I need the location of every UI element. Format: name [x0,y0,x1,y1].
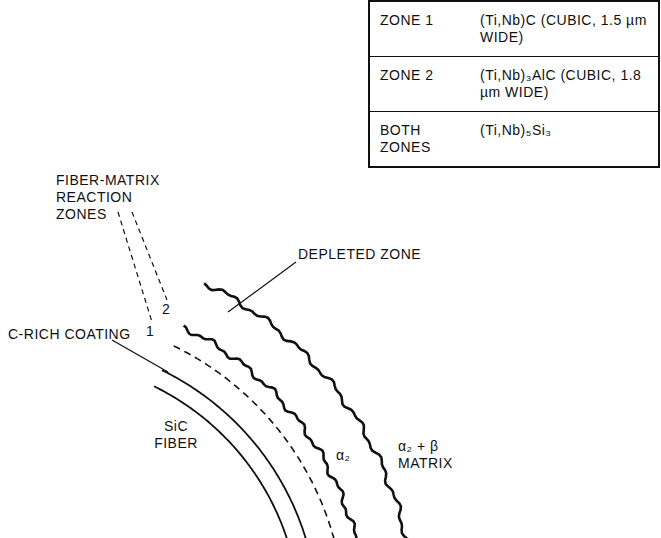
phase-label: α₂ + β MATRIX [398,438,470,472]
callout-number: 1 [146,323,154,340]
coating-boundary [162,370,318,538]
depleted-zone-edge [204,283,417,538]
part-label: DEPLETED ZONE [298,246,421,263]
zone-phase: (Ti,Nb)C (CUBIC, 1.5 µm WIDE) [470,2,658,56]
part-label: C-RICH COATING [8,326,131,343]
table-row: ZONE 2(Ti,Nb)₃AlC (CUBIC, 1.8 µm WIDE) [370,56,658,111]
zone-name: ZONE 2 [370,57,470,111]
zone-phase: (Ti,Nb)₃AlC (CUBIC, 1.8 µm WIDE) [470,57,658,111]
callout-number: 2 [162,301,170,318]
zone-boundary [174,346,345,538]
leader-line [118,212,152,322]
zone-table: ZONE 1(Ti,Nb)C (CUBIC, 1.5 µm WIDE)ZONE … [368,0,660,168]
leader-line [228,262,296,312]
callout-label: FIBER-MATRIX REACTION ZONES [56,172,186,223]
leader-line [112,340,168,372]
zone-phase: (Ti,Nb)₅Si₃ [470,112,658,166]
part-label: SiC FIBER [150,418,202,452]
leader-line [132,212,167,300]
phase-label: α₂ [336,447,351,464]
reaction-zone-edge [184,325,369,538]
zone-name: BOTH ZONES [370,112,470,166]
table-row: BOTH ZONES(Ti,Nb)₅Si₃ [370,111,658,166]
fiber-boundary [154,386,300,538]
table-row: ZONE 1(Ti,Nb)C (CUBIC, 1.5 µm WIDE) [370,2,658,56]
zone-name: ZONE 1 [370,2,470,56]
